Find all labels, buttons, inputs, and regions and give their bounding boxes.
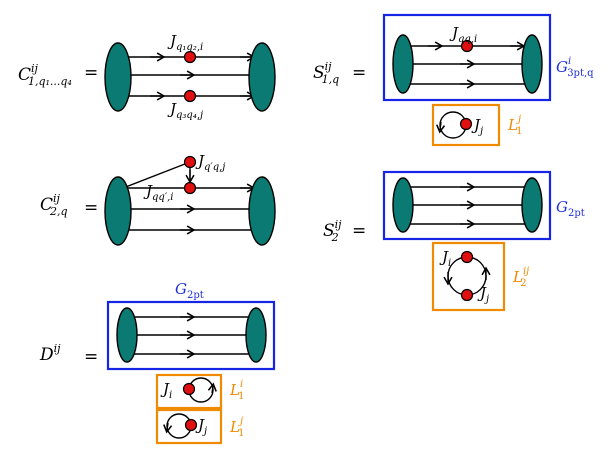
c1-sink-node: [248, 42, 276, 112]
s2-loop-top-vertex: [460, 250, 474, 264]
c1-bottom-vertex-label: Jq₃q₄,j: [167, 100, 203, 121]
s2-loop-bottom-vertex: [460, 288, 474, 302]
d-propagators: [125, 312, 257, 359]
d-sink-node: [245, 307, 267, 363]
s2-g2pt-label: G2pt: [556, 198, 585, 219]
s2-sink-node: [521, 177, 543, 233]
d-loop-i-arrow: [207, 382, 217, 394]
s2-g2pt-box: [382, 170, 552, 241]
s1-source-node: [392, 34, 414, 94]
c2-propagators: [117, 161, 262, 235]
d-loop-j-arrow: [163, 422, 173, 434]
c2-mid-vertex: [183, 181, 197, 195]
s1-g3pt-box: [382, 13, 552, 102]
c2-top-vertex-label: Jq′q,j: [195, 152, 225, 173]
d-label: Dij: [39, 342, 61, 365]
s1-equals: =: [352, 63, 366, 83]
d-equals: =: [84, 347, 98, 367]
s2-loop-top-label: Ji: [439, 248, 451, 269]
s1-sink-node: [521, 34, 543, 94]
c2-top-vertex: [183, 155, 197, 169]
d-l1i-box: [155, 373, 223, 410]
s2-loop-bottom-label: Jj: [477, 284, 489, 305]
c1-bottom-vertex: [183, 89, 197, 103]
d-source-node: [116, 307, 138, 363]
c1-equals: =: [84, 63, 98, 83]
s1-top-vertex: [460, 39, 474, 53]
s1-top-vertex-label: Jqq,i: [449, 24, 477, 45]
s2-source-node: [392, 177, 414, 233]
d-loop-i-label: Ji: [160, 380, 172, 401]
c1-top-vertex: [183, 50, 197, 64]
s2-l2-box: [431, 241, 506, 312]
s1-loop-vertex-label: Jj: [471, 116, 483, 137]
d-l1j-box: [155, 408, 223, 445]
s2-equals: =: [352, 221, 366, 241]
s1-l1-box: [431, 103, 501, 147]
c2-equals: =: [84, 198, 98, 218]
c2-mid-vertex-label: Jqq′,i: [143, 182, 173, 203]
c2-sink-node: [248, 176, 276, 246]
s2-propagators: [403, 182, 532, 229]
d-loop-i-vertex: [182, 382, 196, 396]
d-g2pt-label: G2pt: [175, 280, 204, 301]
d-loop-j-vertex: [184, 418, 198, 432]
d-g2pt-box: [106, 300, 276, 371]
c1-top-vertex-label: Jq₁q₂,i: [167, 32, 203, 53]
s1-loop-arrow: [435, 121, 446, 134]
c2-source-node: [104, 176, 132, 246]
c1-source-node: [104, 42, 132, 112]
s1-loop-vertex: [459, 117, 473, 131]
d-loop-j-label: Jj: [195, 416, 207, 437]
